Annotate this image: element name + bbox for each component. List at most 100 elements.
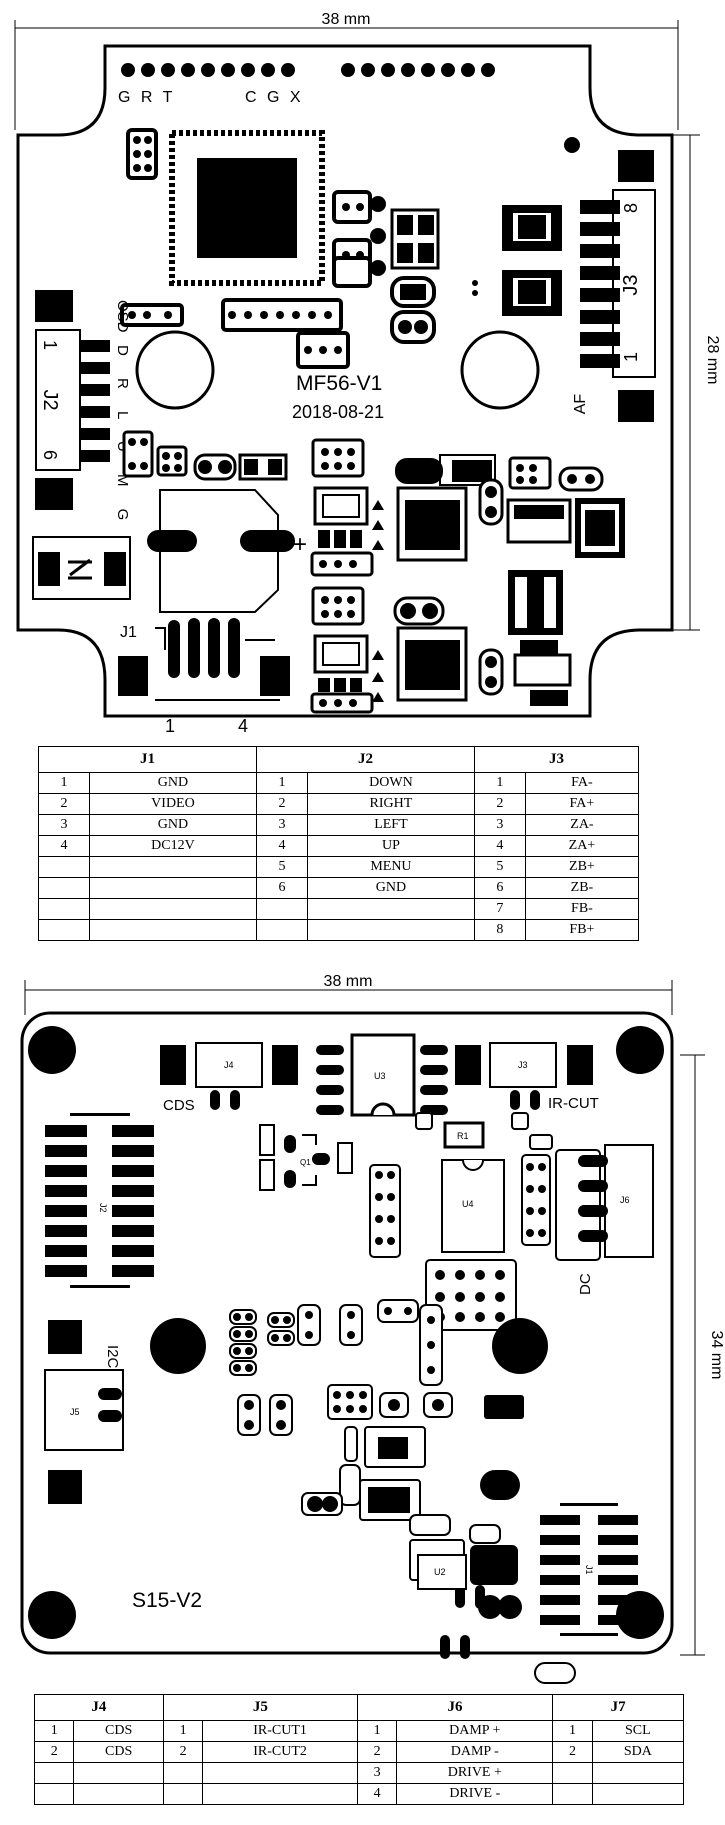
battery-pad-right	[240, 530, 295, 552]
table-cell: ZB-	[524, 877, 640, 899]
lower-cluster-fills	[244, 1391, 524, 1659]
height-dimension	[670, 134, 700, 631]
fiducial-dot	[564, 137, 580, 153]
board1-model: MF56-V1	[296, 372, 382, 395]
cds-label: CDS	[163, 1097, 195, 1114]
table-cell	[88, 919, 258, 941]
table-cell: DRIVE -	[396, 1783, 554, 1805]
board-outline	[16, 44, 674, 718]
table-cell: 2	[552, 1741, 593, 1763]
j2-pin-first: 1	[40, 340, 60, 350]
table-cell: MENU	[306, 856, 475, 878]
table-cell: DOWN	[306, 772, 475, 794]
board2-diagram: 38 mm 34 mm J4 CDS U3 J	[20, 975, 725, 1684]
c1-cap	[534, 1662, 576, 1684]
table-cell	[306, 919, 475, 941]
j1b-label: J1	[584, 1565, 594, 1575]
cap-column-dots	[233, 1307, 435, 1374]
table-cell: ZA-	[524, 814, 640, 836]
table-header: J6	[356, 1694, 554, 1721]
table-cell: GND	[88, 772, 258, 794]
u4-chip	[441, 1159, 505, 1253]
table-header: J5	[162, 1694, 358, 1721]
table-cell: FA+	[524, 793, 640, 815]
table-cell	[256, 898, 308, 920]
ir-cut-label: IR-CUT	[548, 1095, 599, 1112]
board1-diagram: 38 mm 28 mm G R T C G X	[14, 11, 721, 736]
table-header-row: J1 J2 J3	[37, 746, 640, 773]
soic-chip-2	[502, 270, 562, 316]
table-header-row: J4 J5 J6 J7	[34, 1694, 684, 1721]
table-cell: 6	[256, 877, 308, 899]
table-cell: 3	[38, 814, 90, 836]
j6-connector	[578, 1144, 654, 1258]
table-cell: FA-	[524, 772, 640, 794]
table-header: J3	[473, 746, 640, 773]
j2b-connector	[45, 1113, 154, 1288]
table-cell: 1	[356, 1720, 398, 1742]
table-cell: LEFT	[306, 814, 475, 836]
table-cell: 5	[473, 856, 526, 878]
table-cell: 2	[33, 1741, 75, 1763]
table-header: J2	[256, 746, 475, 773]
j4-label: J4	[224, 1060, 234, 1070]
inductor-left	[32, 536, 131, 600]
table-cell: IR-CUT1	[202, 1720, 358, 1742]
u2-label: U2	[434, 1567, 446, 1577]
table-cell	[73, 1783, 164, 1805]
j5-label: J5	[70, 1407, 80, 1417]
table-cell: 3	[256, 814, 308, 836]
j2-label: J2	[39, 389, 61, 410]
table-cell: 2	[473, 793, 526, 815]
j1-connector	[118, 618, 290, 701]
table-cell: 1	[33, 1720, 75, 1742]
table-cell	[162, 1783, 204, 1805]
table-cell	[88, 898, 258, 920]
table-cell	[552, 1783, 593, 1805]
q1-area	[259, 1124, 353, 1191]
width-label-2: 38 mm	[324, 975, 373, 990]
table-cell: 3	[356, 1762, 398, 1784]
table-cell: RIGHT	[306, 793, 475, 815]
table-cell: 5	[256, 856, 308, 878]
table-cell	[591, 1762, 685, 1784]
soic-chip-1	[502, 205, 562, 251]
table-cell: 4	[356, 1783, 398, 1805]
table-cell: 1	[552, 1720, 593, 1742]
u3-chip	[316, 1033, 448, 1117]
table-cell: 4	[473, 835, 526, 857]
j4-connector	[160, 1042, 298, 1110]
table-cell: GND	[306, 877, 475, 899]
table-cell	[256, 919, 308, 941]
j3-pin-top: 8	[621, 203, 641, 213]
j2-connector	[35, 290, 110, 510]
width-label: 38 mm	[322, 11, 371, 28]
battery-plus: +	[293, 531, 307, 558]
table-cell: 7	[473, 898, 526, 920]
table-cell	[591, 1783, 685, 1805]
board2-outline	[20, 1011, 674, 1655]
table-cell: 3	[473, 814, 526, 836]
j6-label: J6	[620, 1195, 630, 1205]
main-chip	[169, 130, 325, 286]
mid-hole-left	[150, 1318, 206, 1374]
table-cell	[202, 1762, 358, 1784]
table-cell: DAMP +	[396, 1720, 554, 1742]
table-cell: 2	[38, 793, 90, 815]
mid-hole-right	[492, 1318, 548, 1374]
table-cell	[306, 898, 475, 920]
header-left-label: G R T	[118, 89, 175, 106]
u2-chip	[417, 1554, 467, 1590]
table-cell: SDA	[591, 1741, 685, 1763]
osd-label: OSD	[114, 300, 131, 333]
table-cell	[88, 856, 258, 878]
table-cell: 4	[38, 835, 90, 857]
